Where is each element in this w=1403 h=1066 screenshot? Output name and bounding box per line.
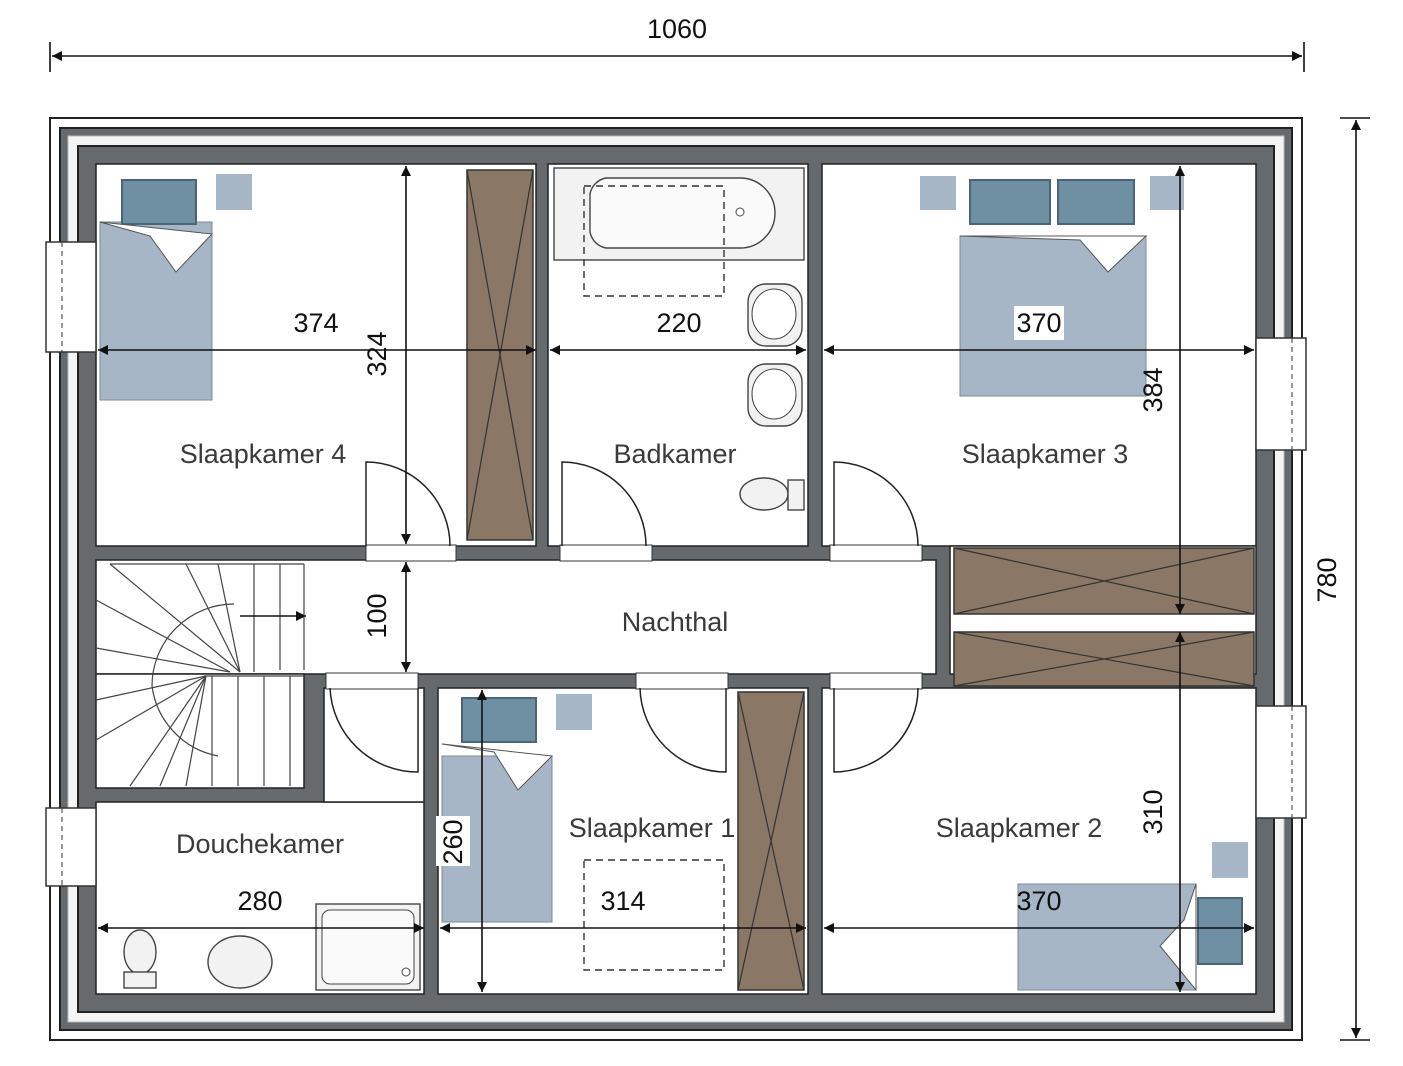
windows — [45, 241, 1307, 887]
room-label-douchekamer: Douchekamer — [176, 829, 344, 859]
dim-slaapkamer3-depth: 384 — [1138, 367, 1168, 412]
window-douchekamer — [45, 807, 97, 887]
dim-slaapkamer2-depth: 310 — [1138, 789, 1168, 834]
floor-douche-entry — [323, 687, 425, 803]
dim-slaapkamer2-width: 370 — [1016, 886, 1061, 916]
dim-total-height: 780 — [1312, 557, 1342, 602]
room-label-slaapkamer4: Slaapkamer 4 — [180, 439, 347, 469]
room-label-badkamer: Badkamer — [613, 439, 736, 469]
bathtub — [553, 167, 805, 261]
room-label-slaapkamer2: Slaapkamer 2 — [936, 813, 1103, 843]
bed-slaapkamer4 — [99, 174, 252, 401]
doors — [325, 461, 923, 773]
door-douchekamer — [329, 687, 419, 773]
window-slaapkamer4 — [45, 241, 97, 353]
washbasin-2 — [747, 363, 803, 427]
dim-nachthal-depth: 100 — [362, 593, 392, 638]
door-slaapkamer4 — [365, 461, 451, 547]
shower-tray — [315, 903, 421, 991]
dim-slaapkamer3-width: 370 — [1016, 308, 1061, 338]
dim-slaapkamer4-width: 374 — [293, 308, 338, 338]
window-slaapkamer2 — [1255, 705, 1307, 819]
door-badkamer — [561, 461, 647, 547]
wardrobes — [466, 169, 1255, 991]
badkamer-dashed-zone — [583, 185, 725, 297]
door-slaapkamer3 — [833, 461, 919, 547]
room-label-nachthal: Nachthal — [622, 607, 729, 637]
dim-slaapkamer1-width: 314 — [600, 886, 645, 916]
washbasin-douchekamer — [207, 935, 273, 989]
slaapkamer1-dashed-zone — [583, 859, 725, 971]
wardrobe-slaapkamer2 — [953, 631, 1255, 687]
wardrobe-slaapkamer3 — [953, 547, 1255, 615]
door-slaapkamer2 — [833, 687, 919, 773]
dim-douchekamer-width: 280 — [237, 886, 282, 916]
staircase — [95, 563, 306, 787]
washbasin-1 — [747, 283, 803, 347]
room-label-slaapkamer3: Slaapkamer 3 — [962, 439, 1129, 469]
door-slaapkamer1 — [639, 687, 727, 773]
dim-total-width: 1060 — [647, 14, 707, 44]
room-label-slaapkamer1: Slaapkamer 1 — [569, 813, 736, 843]
wardrobe-slaapkamer4 — [466, 169, 534, 541]
dim-slaapkamer1-depth: 260 — [438, 819, 468, 864]
dim-slaapkamer4-depth: 324 — [362, 331, 392, 376]
dim-badkamer-width: 220 — [656, 308, 701, 338]
window-slaapkamer3 — [1255, 337, 1307, 451]
toilet-badkamer — [739, 477, 805, 511]
toilet-douchekamer — [123, 929, 157, 989]
wardrobe-slaapkamer1 — [737, 691, 805, 991]
